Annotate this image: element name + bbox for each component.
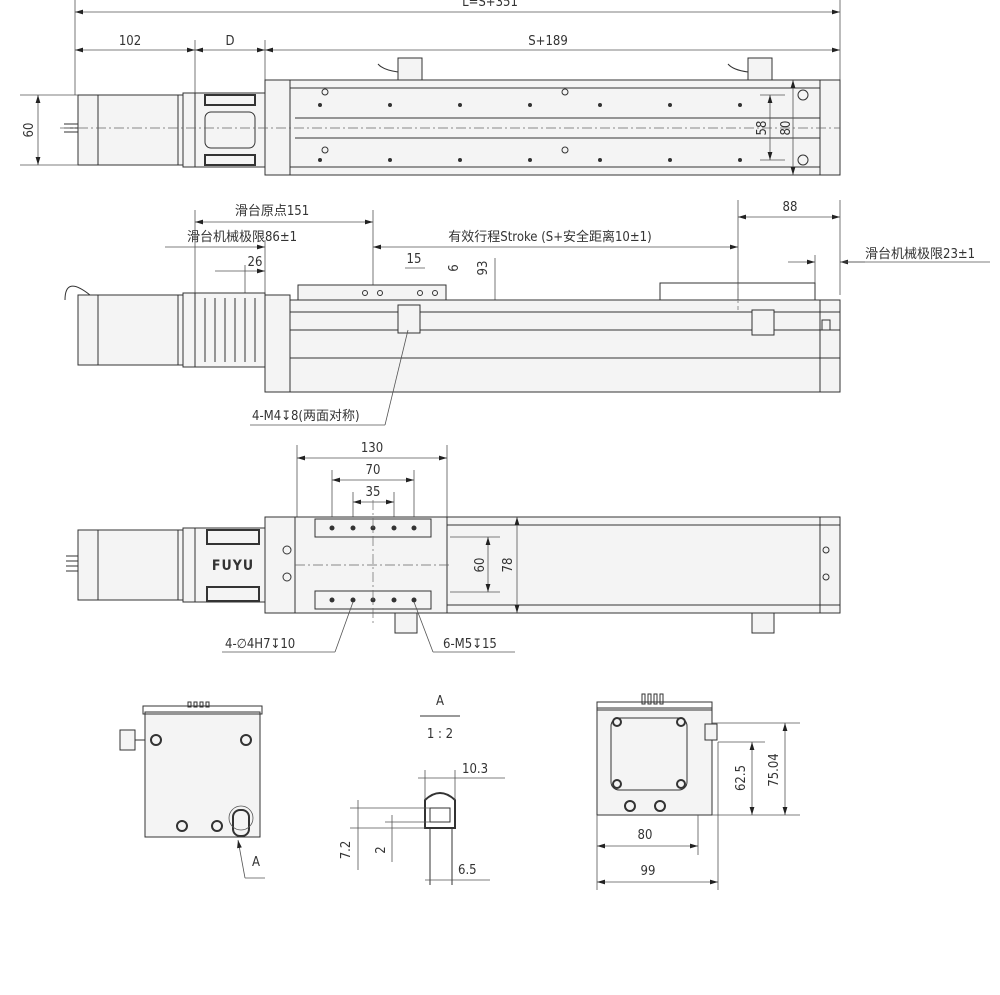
motor-length-label: 102 <box>119 34 141 49</box>
detail-title: A <box>436 694 444 709</box>
origin-label: 滑台原点151 <box>235 204 309 219</box>
brand-logo: FUYU <box>212 558 254 574</box>
end-views: A A 1 : 2 10.3 7.2 2 6.5 62.5 75.04 80 <box>119 693 800 890</box>
side-view: 滑台原点151 滑台机械极限86±1 26 有效行程Stroke (S+安全距离… <box>64 200 990 426</box>
body-length-label: S+189 <box>528 34 568 49</box>
right-end-label: 88 <box>783 200 798 215</box>
pin-note: 4-∅4H7↧10 <box>225 637 295 652</box>
motor-height-label: 60 <box>22 123 37 138</box>
detail-6-5-label: 6.5 <box>458 863 477 878</box>
rail-spacing-label: 58 <box>755 121 770 136</box>
dim-15-label: 15 <box>407 252 422 267</box>
dim-26-label: 26 <box>248 255 263 270</box>
hole-note-m4: 4-M4↧8(两面对称) <box>252 409 360 424</box>
detail-scale: 1 : 2 <box>427 727 453 742</box>
stroke-label: 有效行程Stroke (S+安全距离10±1) <box>448 229 651 245</box>
hole-span-35-label: 35 <box>366 485 381 500</box>
height-93-label: 93 <box>476 261 491 276</box>
carriage-length-label: 130 <box>361 441 383 456</box>
thread-note: 6-M5↧15 <box>443 637 497 652</box>
width-80-label: 80 <box>638 828 653 843</box>
detail-7-2-label: 7.2 <box>339 841 354 860</box>
mech-limit-right-label: 滑台机械极限23±1 <box>865 247 975 262</box>
detail-2-label: 2 <box>374 846 389 853</box>
hole-spacing-60-label: 60 <box>473 558 488 573</box>
height-75-04-label: 75.04 <box>767 753 782 786</box>
carriage-width-label: 78 <box>501 558 516 573</box>
height-62-5-label: 62.5 <box>734 765 749 791</box>
overall-length-label: L=S+351 <box>462 0 518 10</box>
coupling-length-label: D <box>225 34 234 49</box>
mech-limit-left-label: 滑台机械极限86±1 <box>187 230 297 245</box>
section-mark-a: A <box>252 855 260 870</box>
plan-view: 130 70 35 FUYU 60 78 4-∅4H7↧10 6-M5↧1 <box>66 441 841 653</box>
top-view: L=S+351 102 D S+189 60 58 80 <box>20 0 841 176</box>
width-99-label: 99 <box>641 864 656 879</box>
hole-span-70-label: 70 <box>366 463 381 478</box>
dim-6-label: 6 <box>447 264 462 271</box>
body-width-label: 80 <box>779 121 794 136</box>
detail-10-3-label: 10.3 <box>462 762 488 777</box>
